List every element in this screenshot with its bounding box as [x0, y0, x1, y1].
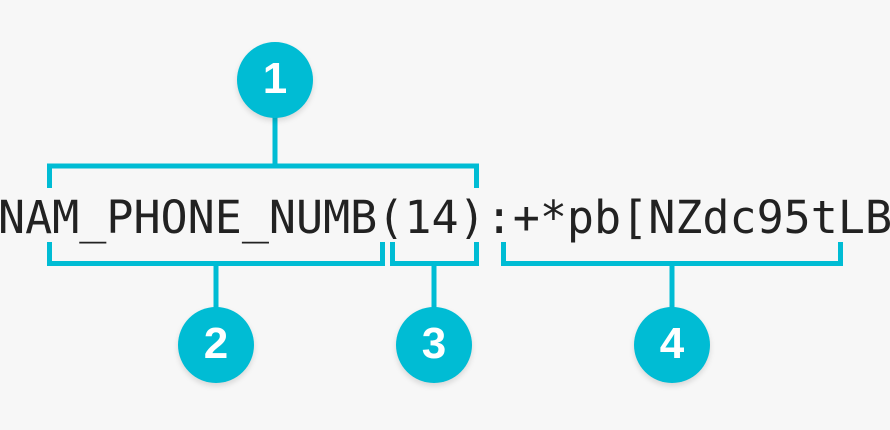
annotated-code-string: NAM_PHONE_NUMB(14):+*pb[NZdc95tLB — [0, 186, 890, 248]
bracket-callout-4 — [501, 242, 843, 312]
bracket-callout-3 — [390, 242, 479, 312]
bracket-callout-2 — [47, 242, 385, 312]
callout-badge-2-label: 2 — [203, 319, 229, 368]
bracket-callout-1 — [47, 114, 479, 188]
callout-badge-2[interactable]: 2 — [178, 307, 254, 383]
code-string-text: NAM_PHONE_NUMB(14):+*pb[NZdc95tLB — [0, 190, 890, 244]
callout-badge-1-label: 1 — [262, 54, 288, 103]
callout-badge-3[interactable]: 3 — [396, 307, 472, 383]
callout-badge-4-label: 4 — [659, 319, 685, 368]
callout-badge-4[interactable]: 4 — [634, 307, 710, 383]
callout-badge-3-label: 3 — [421, 319, 447, 368]
callout-badge-1[interactable]: 1 — [237, 42, 313, 118]
